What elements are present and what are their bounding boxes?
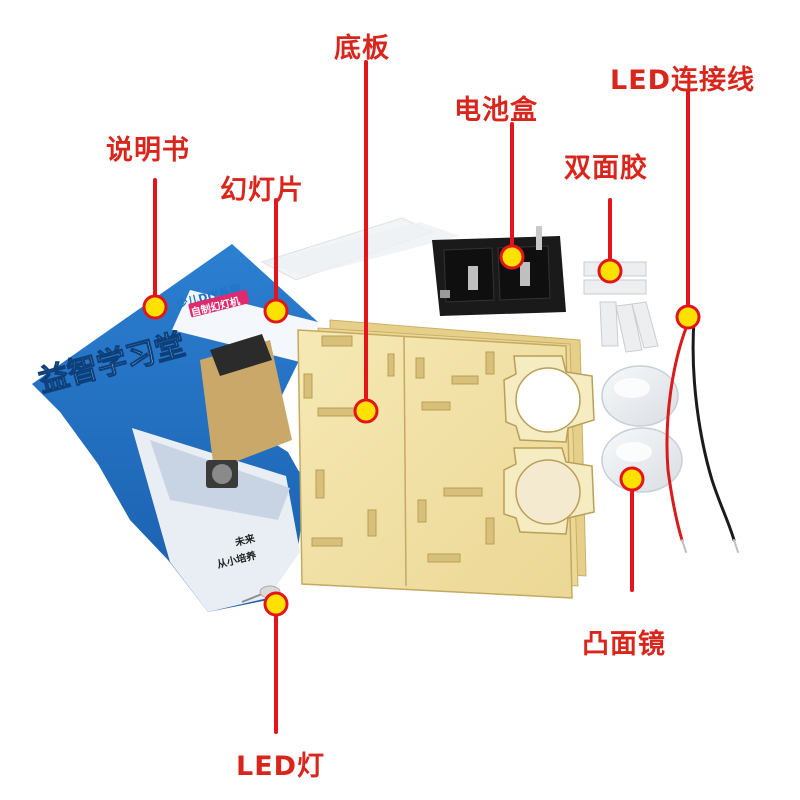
marker-slide — [263, 298, 289, 324]
label-slide: 幻灯片 — [220, 175, 304, 206]
label-led-light: LED灯 — [236, 751, 326, 782]
marker-baseboard — [353, 398, 379, 424]
marker-double-tape — [597, 258, 623, 284]
label-baseboard: 底板 — [334, 33, 390, 64]
marker-led-light — [263, 591, 289, 617]
marker-led-wire — [675, 304, 701, 330]
label-convex-lens: 凸面镜 — [582, 629, 666, 660]
callout-lines — [153, 60, 690, 734]
marker-battery-box — [499, 244, 525, 270]
plywood-boards — [297, 319, 595, 599]
label-led-wire: LED连接线 — [610, 65, 756, 96]
label-double-tape: 双面胶 — [564, 153, 648, 184]
marker-manual — [142, 294, 168, 320]
label-battery-box: 电池盒 — [454, 95, 538, 126]
battery-box — [432, 226, 566, 316]
marker-convex-lens — [619, 466, 645, 492]
led-wires — [665, 316, 739, 553]
label-manual: 说明书 — [106, 135, 190, 166]
callout-markers — [142, 244, 701, 617]
